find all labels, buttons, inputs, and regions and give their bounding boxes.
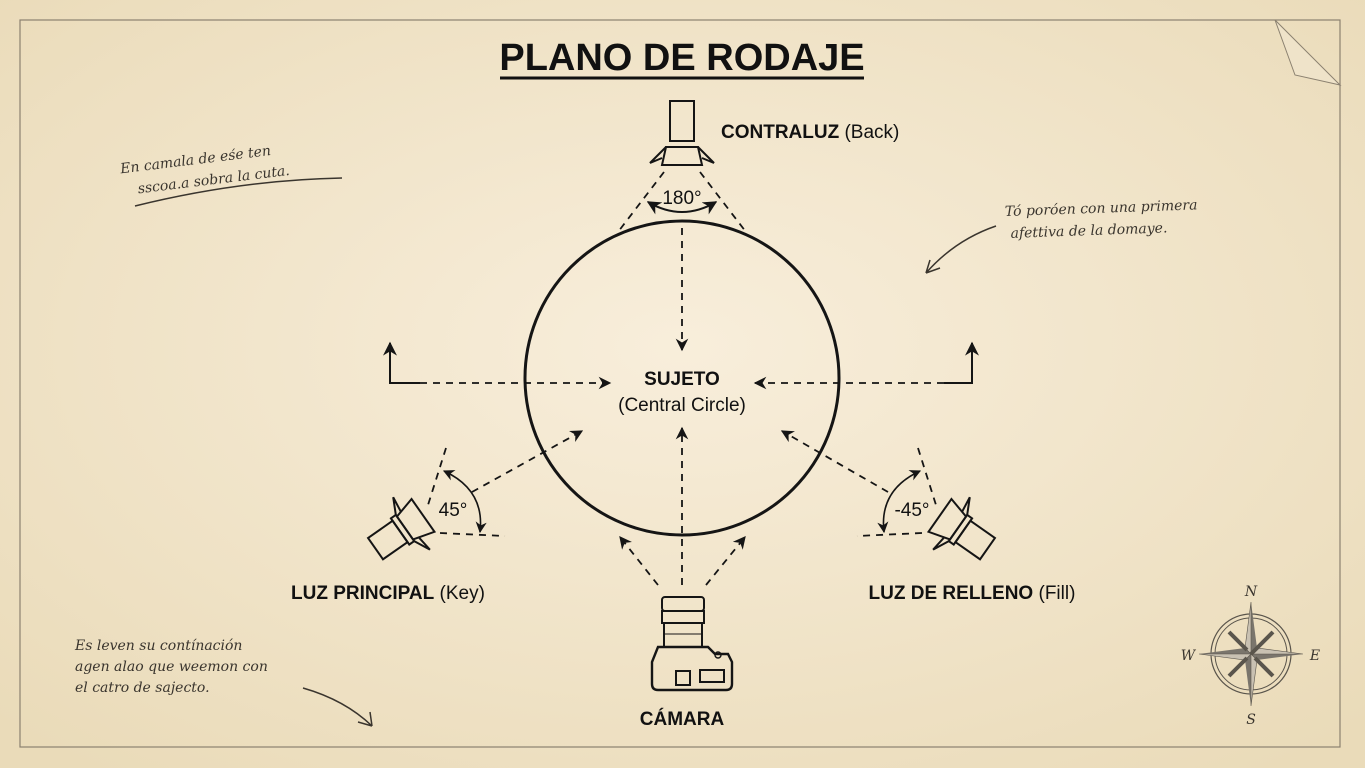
back-light-label: CONTRALUZ (Back): [721, 122, 899, 143]
key-angle-label: 45°: [439, 500, 468, 521]
camera-icon: [650, 596, 734, 692]
back-angle-arc: [646, 201, 718, 215]
right-direction-arrow: [944, 341, 979, 384]
note-arrow-icon: [925, 225, 997, 274]
key-light-label: LUZ PRINCIPAL (Key): [291, 583, 485, 604]
page-border: [19, 19, 1341, 748]
svg-text:agen alao que weemon con: agen alao que weemon con: [75, 659, 268, 675]
camera-label: CÁMARA: [640, 708, 725, 730]
key-light-icon: [366, 496, 437, 561]
left-direction-arrow: [383, 341, 420, 384]
fill-light-label: LUZ DE RELLENO (Fill): [869, 583, 1076, 604]
note-bottom-left: Es leven su contínación agen alao que we…: [74, 638, 268, 696]
back-light-icon: [649, 100, 715, 166]
folded-corner: [1274, 19, 1342, 86]
fill-light-icon: [926, 496, 997, 561]
fill-angle-arc: [877, 470, 922, 534]
note-underline: [134, 177, 343, 207]
compass-south: S: [1246, 712, 1256, 728]
svg-text:afettiva de la domaye.: afettiva de la domaye.: [1010, 220, 1167, 241]
subject-sublabel: (Central Circle): [618, 395, 746, 416]
page-title: PLANO DE RODAJE: [499, 37, 864, 79]
subject-circle: [523, 219, 841, 537]
compass-west: W: [1181, 648, 1197, 664]
svg-text:el catro de sajecto.: el catro de sajecto.: [75, 680, 210, 696]
compass-rose-icon: [1198, 601, 1304, 707]
svg-text:Tó poróen con una primera: Tó poróen con una primera: [1005, 197, 1198, 220]
compass-east: E: [1309, 648, 1320, 664]
note-top-right: Tó poróen con una primera afettiva de la…: [1005, 197, 1198, 242]
svg-text:Es leven su contínación: Es leven su contínación: [74, 638, 242, 654]
subject-label: SUJETO: [644, 369, 720, 390]
fill-angle-label: -45°: [894, 500, 929, 521]
key-angle-arc: [442, 470, 487, 534]
compass-north: N: [1244, 584, 1258, 600]
note-arrow-icon: [302, 687, 373, 727]
back-angle-label: 180°: [662, 188, 701, 209]
